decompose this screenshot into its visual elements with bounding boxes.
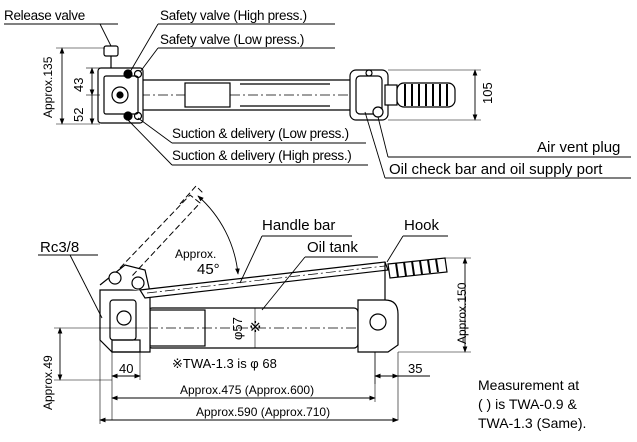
callout-handle-bar: Handle bar [262,217,336,234]
dim-43: 43 [71,77,86,92]
callout-suction-high: Suction & delivery (High press.) [172,148,352,163]
callout-suction-low: Suction & delivery (Low press.) [172,126,349,141]
note-twa-diameter: ※TWA-1.3 is φ 68 [172,356,277,371]
callout-hook: Hook [404,217,440,234]
top-view [97,45,456,124]
callout-release-valve: Release valve [4,8,85,23]
footnote-line-3: TWA-1.3 (Same). [478,415,587,431]
release-valve-knob [103,45,119,57]
grip-side [387,257,448,279]
callout-oil-tank: Oil tank [307,239,358,256]
dim-52: 52 [71,107,86,122]
dim-105: 105 [480,82,495,104]
tank-note-mark: ※ [249,319,262,336]
callout-air-vent-plug: Air vent plug [537,139,621,156]
pump-head-side [99,289,151,353]
footnote-line-2: ( ) is TWA-0.9 & [478,396,577,412]
dim-overall-height-135: Approx.135 [41,56,55,118]
angle-45-label: 45° [197,261,220,278]
side-view [99,185,448,353]
dim-height-150: Approx.150 [455,282,469,344]
footnote-line-1: Measurement at [478,377,580,393]
dim-height-49: Approx.49 [41,355,55,410]
dim-diameter-57: φ57 [230,317,245,340]
dim-40: 40 [119,361,134,376]
callout-safety-valve-low: Safety valve (Low press.) [160,32,305,47]
angle-approx-label: Approx. [175,247,217,261]
callout-rc-port: Rc3/8 [40,239,80,256]
callout-oil-check-bar: Oil check bar and oil supply port [389,161,603,178]
dim-length-590: Approx.590 (Approx.710) [196,405,331,419]
dim-35: 35 [408,361,423,376]
measurement-footnote: Measurement at ( ) is TWA-0.9 & TWA-1.3 … [478,376,586,433]
dim-length-475: Approx.475 (Approx.600) [180,383,315,397]
callout-safety-valve-high: Safety valve (High press.) [160,8,307,23]
tank-end-side [357,299,399,353]
